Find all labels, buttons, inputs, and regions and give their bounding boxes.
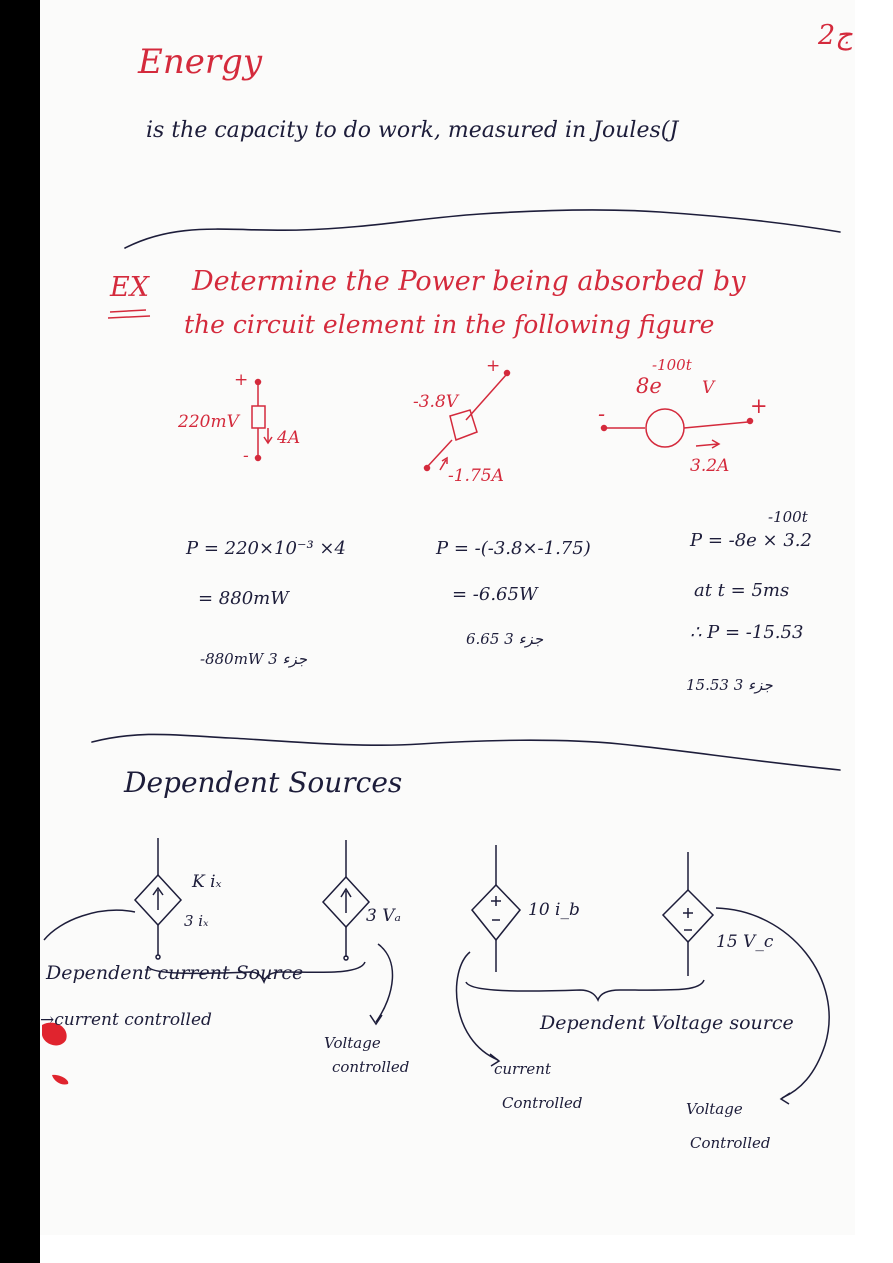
source1-sub: 3 iₓ (184, 912, 209, 930)
solution1-note: -880mW جزء 3 (200, 650, 308, 668)
current-source-brace (147, 961, 366, 984)
solution3-line1: P = -8e × 3.2 (690, 530, 812, 551)
binder-edge (0, 0, 40, 1263)
solution2-line2: = -6.65W (452, 584, 538, 605)
label-dependent-voltage-source: Dependent Voltage source (540, 1012, 794, 1034)
energy-definition: is the capacity to do work, measured in … (146, 118, 679, 143)
page-corner-mark: 2ج (818, 20, 853, 51)
source2-value: 3 Vₐ (366, 906, 401, 926)
fig2-plus: + (486, 356, 501, 376)
wavy-divider-2 (91, 733, 841, 771)
solution3-line2: at t = 5ms (694, 580, 790, 601)
notebook-page (40, 0, 855, 1235)
fig1-plus: + (234, 370, 249, 390)
label-dependent-current-source: Dependent current Source (46, 962, 304, 984)
label-voltage-controlled-2a: Voltage (686, 1100, 743, 1118)
example-prompt-line1: Determine the Power being absorbed by (192, 266, 746, 297)
voltage-source-brace (465, 979, 705, 1002)
dependent-voltage-source-2 (661, 852, 715, 976)
dependent-voltage-source-1 (471, 845, 521, 972)
solution1-line2: = 880mW (198, 588, 289, 609)
fig3-voltage-unit: V (702, 378, 715, 398)
fig1-minus: - (243, 446, 249, 466)
example-label: EX (110, 272, 149, 303)
fig3-voltage-base: 8e (636, 374, 662, 398)
label-current-controlled-2a: current (494, 1060, 551, 1078)
fig3-voltage-exponent: -100t (652, 356, 692, 374)
solution1-line1: P = 220×10⁻³ ×4 (186, 538, 346, 559)
source4-value: 15 V_c (716, 932, 774, 952)
circuit-element-2 (423, 369, 511, 472)
solution3-note: 15.53 جزء 3 (686, 676, 773, 694)
solution3-exponent: -100t (768, 508, 808, 526)
fig1-voltage: 220mV (178, 412, 239, 432)
fig1-current: 4A (277, 428, 301, 448)
fig2-voltage: -3.8V (413, 392, 459, 412)
source3-value: 10 i_b (528, 900, 580, 920)
circuit-element-1 (251, 378, 273, 462)
solution2-note: 6.65 جزء 3 (466, 630, 544, 648)
solution2-line1: P = -(-3.8×-1.75) (436, 538, 591, 559)
label-current-controlled-2b: Controlled (502, 1094, 583, 1112)
ink-smudge (42, 1022, 69, 1085)
dependent-heading: Dependent Sources (124, 766, 403, 799)
fig3-current: 3.2A (690, 456, 730, 476)
dependent-current-source-2 (321, 840, 371, 961)
wavy-divider-1 (124, 209, 841, 249)
fig3-minus: - (598, 402, 606, 426)
example-prompt-line2: the circuit element in the following fig… (184, 310, 715, 339)
energy-heading: Energy (138, 42, 263, 82)
label-voltage-controlled-1b: controlled (332, 1058, 410, 1076)
solution3-line3: ∴ P = -15.53 (690, 622, 804, 643)
source1-value: K iₓ (192, 872, 222, 892)
circuit-element-3 (600, 408, 754, 449)
label-voltage-controlled-1a: Voltage (324, 1034, 381, 1052)
label-current-controlled-1: →current controlled (40, 1010, 212, 1030)
fig2-current: -1.75A (448, 466, 504, 486)
dependent-current-source-1 (133, 838, 183, 960)
label-voltage-controlled-2b: Controlled (690, 1134, 771, 1152)
fig3-plus: + (750, 394, 768, 418)
